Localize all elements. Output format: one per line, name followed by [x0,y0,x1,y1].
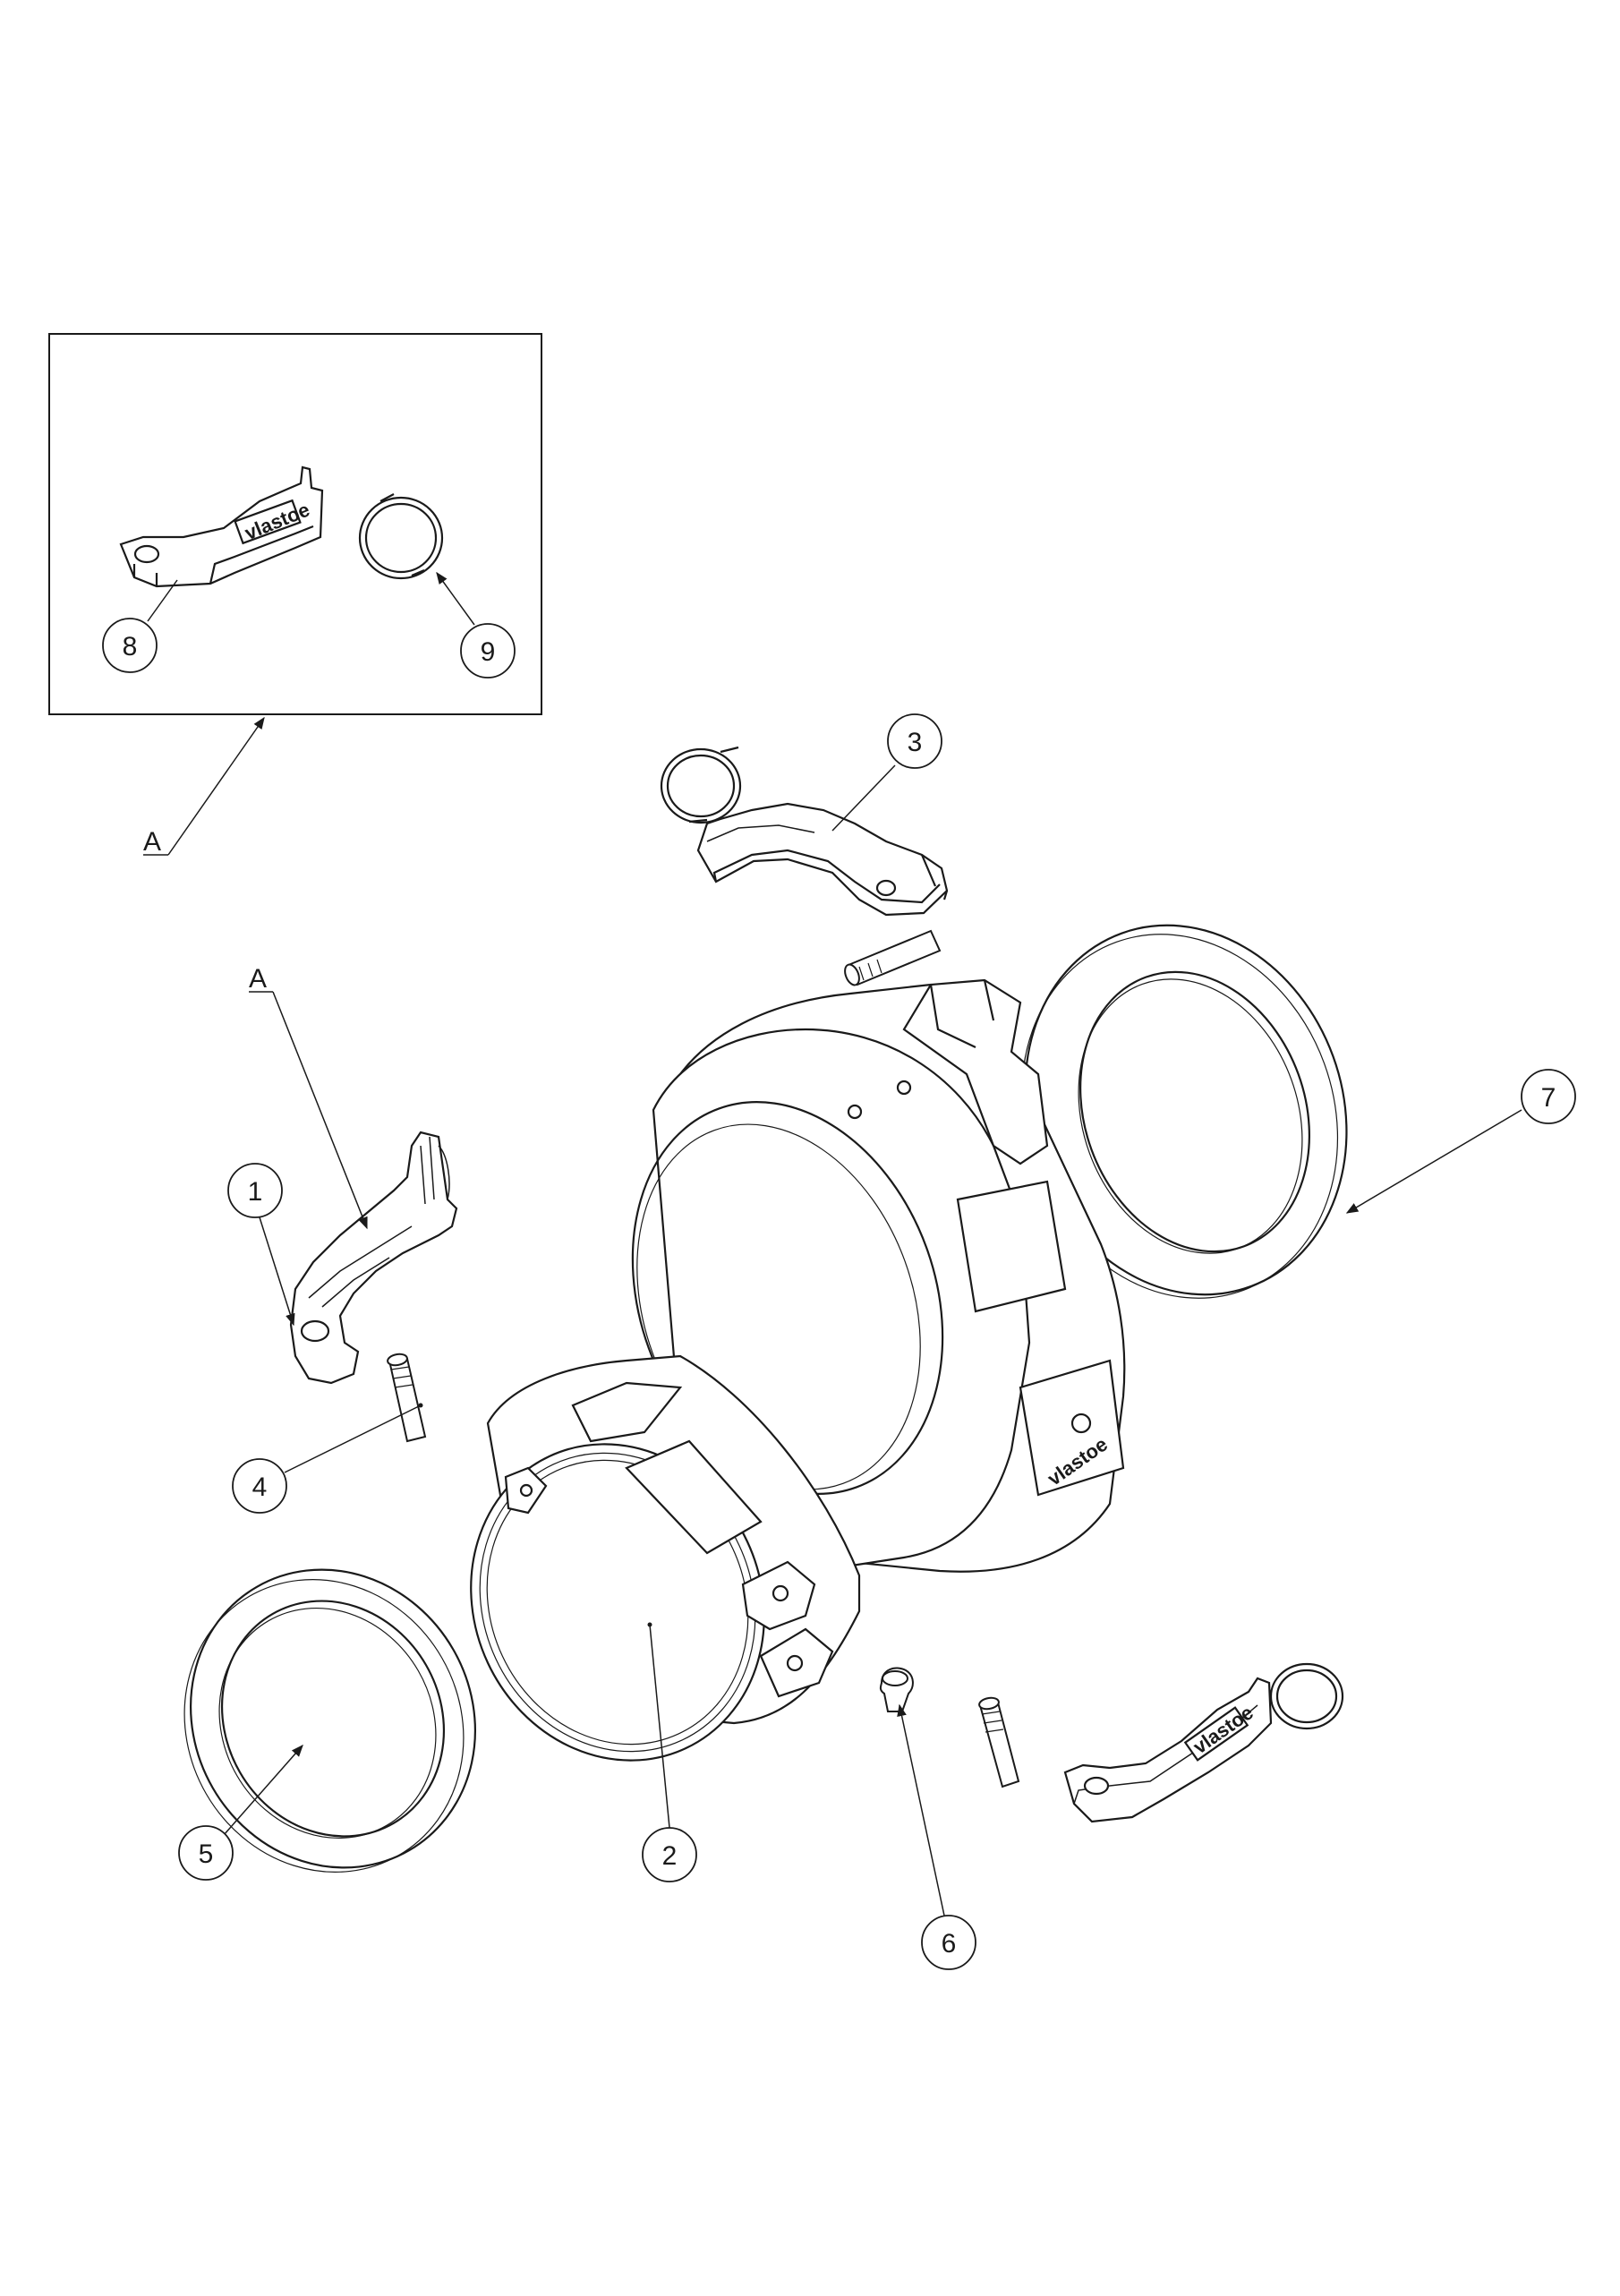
callout-7: 7 [1345,1069,1576,1214]
callout-4-label: 4 [252,1472,268,1502]
part-1-lever [289,1131,458,1385]
part-2-coupler-body: vlastoe [470,978,1126,1762]
callout-1-label: 1 [248,1177,263,1207]
callout-8: 8 [102,579,178,673]
callout-7-label: 7 [1541,1083,1556,1113]
callout-3: 3 [831,713,942,832]
callout-2: 2 [642,1622,697,1882]
lever-with-ring-lower-right: vlastoe [1063,1662,1344,1823]
callout-2-label: 2 [662,1841,678,1871]
callout-8-label: 8 [123,632,138,661]
detail-label-a: A [143,716,265,857]
part-4-pin [387,1353,427,1443]
callout-9-label: 9 [481,637,496,667]
callout-5: 5 [178,1744,303,1881]
callout-5-label: 5 [199,1839,214,1869]
detail-label-a-text: A [143,827,161,857]
part-5-gasket [183,1568,476,1873]
part-6-rivet [879,1667,914,1712]
reference-label-a: A [249,964,368,1230]
part-9-split-ring [358,493,444,580]
reference-label-a-text: A [249,964,267,994]
callout-9: 9 [436,571,516,679]
detail-box-frame [48,333,542,715]
callout-4: 4 [232,1403,423,1514]
pin-upper [844,929,942,986]
part-7-large-gasket [1020,924,1348,1299]
callout-6-label: 6 [942,1929,957,1959]
callout-6: 6 [897,1703,976,1970]
part-3-lever-with-ring [660,746,949,917]
pin-lower-right [978,1696,1020,1788]
detail-kit-a: vlastoe 8 9 [48,333,542,715]
callout-1: 1 [227,1163,295,1327]
callout-3-label: 3 [908,728,923,757]
part-8-lever-arm: vlastoe [119,465,324,588]
